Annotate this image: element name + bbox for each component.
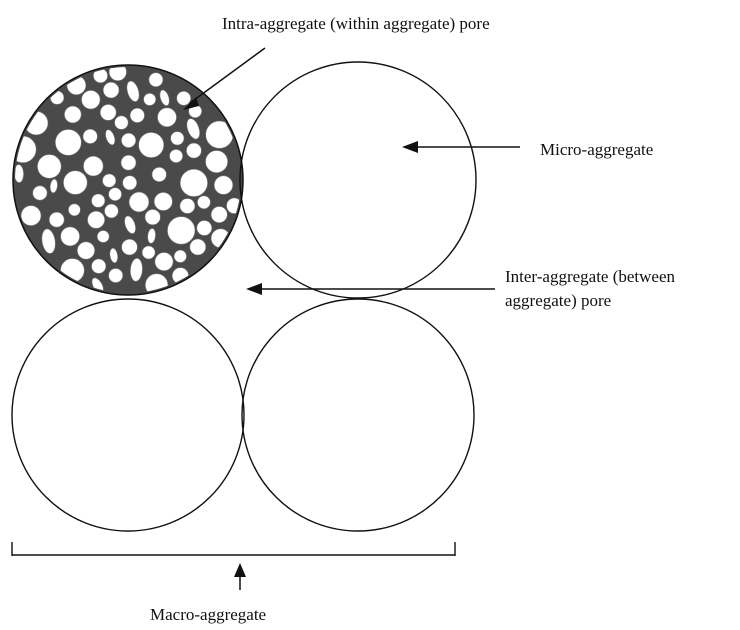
primary-particle — [129, 192, 149, 212]
primary-particle — [122, 239, 138, 255]
primary-particle — [174, 250, 186, 262]
primary-particle — [88, 211, 105, 228]
primary-particle — [83, 156, 103, 176]
primary-particle — [68, 204, 80, 216]
inter-pore-arrow — [246, 283, 495, 295]
micro-aggregate-circle-bottom-right — [242, 299, 474, 531]
primary-particle — [206, 151, 228, 173]
primary-particle — [142, 246, 155, 259]
primary-particle — [92, 259, 106, 273]
primary-particle — [97, 231, 109, 243]
primary-particle — [55, 129, 81, 155]
primary-particle — [130, 108, 144, 122]
primary-particle — [170, 149, 183, 162]
primary-particle — [21, 206, 41, 226]
macro-aggregate-arrow — [234, 563, 246, 590]
macro-aggregate-bracket — [12, 542, 455, 556]
primary-particle — [155, 253, 173, 271]
primary-particle — [61, 227, 80, 246]
primary-particle — [145, 209, 160, 224]
primary-particle — [82, 90, 101, 109]
primary-particle — [158, 108, 177, 127]
primary-particle — [100, 104, 116, 120]
micro-aggregate-arrow — [402, 141, 520, 153]
primary-particle — [177, 91, 191, 105]
macro-aggregate-label: Macro-aggregate — [150, 603, 266, 626]
primary-particle — [152, 167, 166, 181]
primary-particle — [83, 129, 97, 143]
inter-aggregate-pore-label-line2: aggregate) pore — [505, 289, 611, 312]
primary-particle — [144, 93, 156, 105]
primary-particle — [139, 132, 164, 157]
primary-particle — [77, 242, 94, 259]
primary-particle — [171, 132, 184, 145]
primary-particle — [180, 199, 195, 214]
primary-particle — [10, 136, 37, 163]
primary-particle — [103, 174, 116, 187]
intra-aggregate-pore-label: Intra-aggregate (within aggregate) pore — [222, 12, 490, 35]
primary-particle — [109, 188, 122, 201]
intra-pore-arrow — [183, 48, 265, 110]
primary-particle — [197, 221, 212, 236]
primary-particle — [121, 155, 136, 170]
primary-particle — [92, 194, 105, 207]
primary-particle — [33, 186, 47, 200]
primary-particle — [37, 155, 61, 179]
primary-particle — [64, 106, 81, 123]
primary-particle — [123, 176, 137, 190]
micro-aggregate-circle-top-right — [240, 62, 476, 298]
primary-particle — [180, 169, 207, 196]
primary-particle — [167, 217, 195, 245]
primary-particle — [109, 268, 123, 282]
primary-particle — [186, 143, 201, 158]
micro-aggregate-label: Micro-aggregate — [540, 138, 653, 161]
filled-micro-aggregate — [10, 63, 243, 296]
micro-aggregate-circle-bottom-left — [12, 299, 244, 531]
primary-particle — [190, 239, 206, 255]
primary-particle — [149, 73, 163, 87]
primary-particle — [154, 192, 172, 210]
primary-particle — [115, 116, 129, 130]
primary-particle — [121, 133, 135, 147]
primary-particle — [49, 212, 64, 227]
primary-particle — [103, 82, 119, 98]
primary-particle — [197, 196, 210, 209]
primary-particle — [214, 176, 233, 195]
primary-particle — [63, 171, 87, 195]
inter-aggregate-pore-label-line1: Inter-aggregate (between — [505, 265, 675, 288]
primary-particle — [211, 207, 227, 223]
primary-particle — [105, 204, 119, 218]
